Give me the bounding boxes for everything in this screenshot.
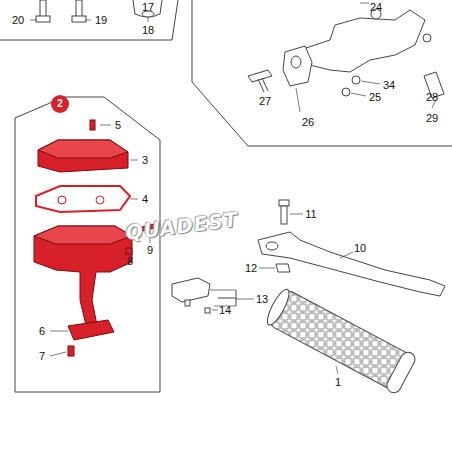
callout-number: 1 bbox=[335, 377, 341, 388]
callout-number: 5 bbox=[115, 120, 121, 131]
callout-number: 9 bbox=[147, 245, 153, 256]
callout-number: 28 bbox=[426, 92, 438, 103]
callout-number: 18 bbox=[142, 25, 154, 36]
callout-circle: 2 bbox=[51, 95, 69, 113]
callout-number: 29 bbox=[426, 113, 438, 124]
callout-number: 12 bbox=[245, 263, 257, 274]
callout-number: 2 bbox=[57, 99, 63, 109]
callout-number: 27 bbox=[259, 96, 271, 107]
callout-number: 19 bbox=[95, 15, 107, 26]
callout-number: 14 bbox=[219, 305, 231, 316]
callout-number: 3 bbox=[142, 155, 148, 166]
callout-number: 11 bbox=[305, 209, 316, 220]
callout-number: 17 bbox=[142, 1, 154, 12]
callout-number: 4 bbox=[142, 194, 148, 205]
watermark: QUADEST bbox=[125, 209, 240, 243]
callout-number: 26 bbox=[302, 117, 314, 128]
callout-number: 10 bbox=[354, 243, 366, 254]
callout-number: 25 bbox=[369, 92, 381, 103]
callout-number: 34 bbox=[383, 80, 395, 91]
callout-number: 6 bbox=[39, 326, 45, 337]
callout-number: 20 bbox=[12, 15, 24, 26]
callout-number: 24 bbox=[370, 1, 382, 12]
callout-number: 8 bbox=[127, 256, 133, 267]
callout-number: 7 bbox=[39, 351, 45, 362]
callout-number: 13 bbox=[256, 294, 268, 305]
